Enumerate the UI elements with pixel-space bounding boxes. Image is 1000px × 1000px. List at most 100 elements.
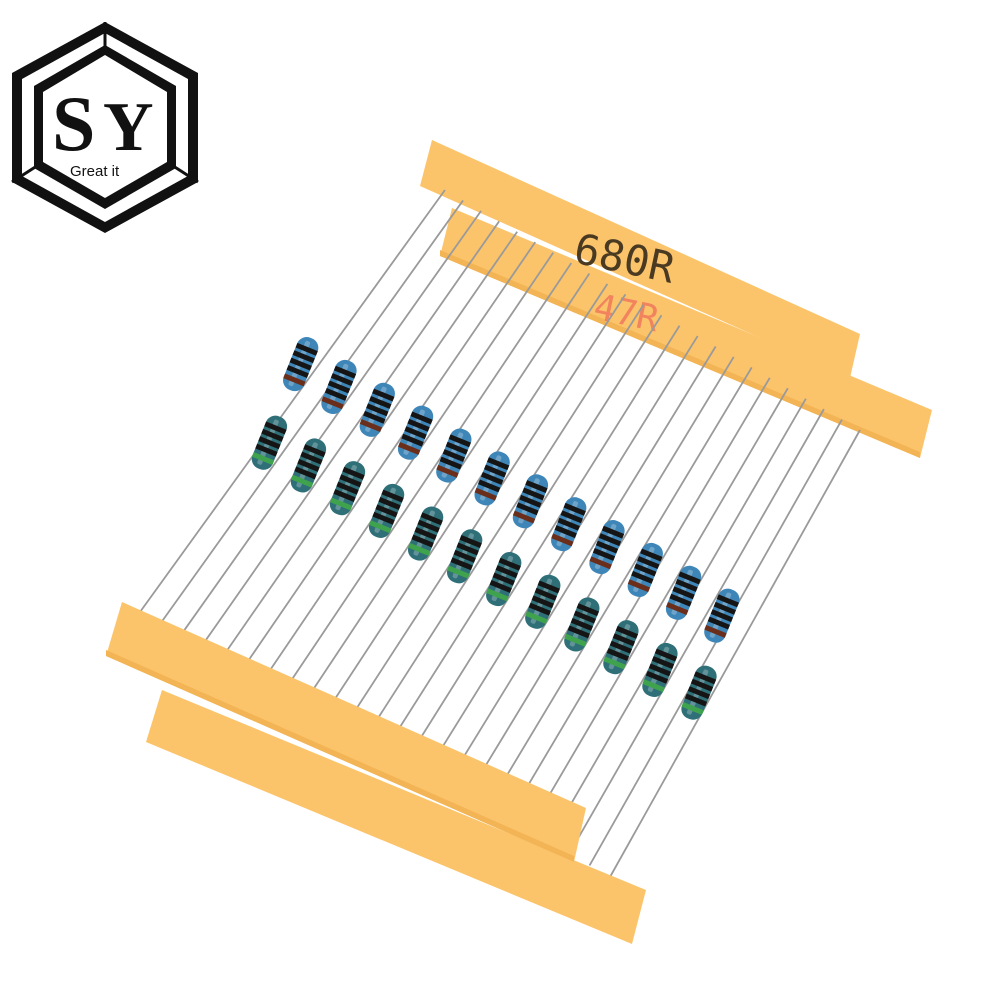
resistor-color-band [678,571,701,585]
resistor-color-band [631,570,654,584]
resistor-color-band [554,525,577,539]
resistor-body [603,620,639,675]
resistor-body [290,438,327,493]
resistor-color-band [410,411,433,425]
resistor-color-band [480,472,504,485]
resistor-color-band [693,671,717,685]
resistor-color-band [713,601,736,615]
resistor-color-band [363,410,386,424]
resistor-color-band [640,548,663,562]
resistor-lead-wire [139,189,446,613]
bottom-tape-strip-front [146,690,646,944]
resistor-body [551,497,587,552]
resistor-color-band [327,380,351,394]
resistor-color-band [375,504,398,518]
resistor-color-band [483,464,507,478]
resistor-color-band [637,556,660,569]
resistor-color-band [251,452,275,465]
resistor-lead-wire [527,387,789,832]
resistor-body [397,405,434,460]
resistor-color-band [609,640,633,654]
resistor-color-band [453,549,476,563]
resistor-lead-wire [302,272,591,705]
resistor-color-band [401,433,424,447]
resistor-color-band [369,520,392,534]
resistor-lead-wire [220,231,518,659]
resistor-color-band [381,489,404,503]
resistor-lead-wire [547,398,807,843]
resistor-color-band [615,625,639,639]
resistor-color-band [567,625,590,639]
resistor-color-band [330,497,353,511]
resistor-lead-wire [343,293,627,728]
resistor-color-band [420,512,443,526]
resistor-color-band [525,480,548,493]
resistor-color-band [564,633,587,647]
resistor-color-band [512,510,536,524]
resistor-color-band [290,474,314,488]
resistor-color-band [681,701,704,715]
resistor-lead-wire [609,429,861,878]
resistor-color-band [378,497,401,510]
resistor-color-band [359,419,383,433]
resistor-lead-wire [404,325,681,763]
resistor-color-band [592,548,616,561]
resistor-body [321,359,357,415]
resistor-color-band [537,580,560,594]
resistor-color-band [486,588,509,602]
resistor-lead-wire [445,346,717,786]
resistor-color-band [606,648,630,662]
resistor-body [447,529,483,584]
resistor-color-band [707,616,730,630]
resistor-body [681,665,717,720]
resistor-color-band [369,396,392,409]
resistor-color-band [333,489,356,503]
resistor-color-band [651,656,675,669]
resistor-color-band [289,357,312,371]
resistor-body [474,451,510,506]
resistor-color-band [666,602,689,616]
resistor-color-band [589,556,612,570]
logo-letter-y: Y [103,89,154,166]
resistor-body [512,474,549,529]
resistor-color-band [342,466,365,480]
top-tape: 680R 47R [420,140,932,458]
top-tape-strip-back [420,140,860,378]
resistor-color-band [492,572,515,586]
resistor-color-band [330,373,354,387]
resistor-body [407,506,444,561]
resistor-color-band [570,618,593,631]
resistor-color-band [645,670,669,684]
resistor-body [486,551,522,607]
resistor-color-band [372,388,395,402]
resistor-color-band [486,457,510,471]
resistor-color-band [573,610,596,624]
resistor-color-band [411,534,434,548]
resistor-color-band [525,611,548,624]
logo-tagline: Great it [70,163,120,180]
resistor-color-band [404,426,427,440]
bottom-tape-edge-shadow [106,650,574,862]
resistor-body [359,382,395,437]
resistor-color-band [445,441,468,455]
resistor-color-band [560,510,583,524]
resistor-color-band [294,466,317,480]
resistor-color-band [474,487,497,501]
resistor-color-band [258,436,281,450]
resistor-color-band [478,479,501,493]
resistor-color-band [448,434,471,448]
resistor-color-band [669,593,692,607]
resistor-color-band [398,442,421,455]
logo-vertex-line [166,160,199,184]
resistor-color-band [261,428,284,442]
resistor-color-band [704,625,727,638]
resistor-body [564,597,600,652]
resistor-color-band [576,603,599,617]
resistor-color-band [675,578,698,592]
resistor-array [139,189,861,878]
resistor-color-band [459,535,482,548]
resistor-body [251,415,288,470]
resistor-color-band [534,587,557,601]
